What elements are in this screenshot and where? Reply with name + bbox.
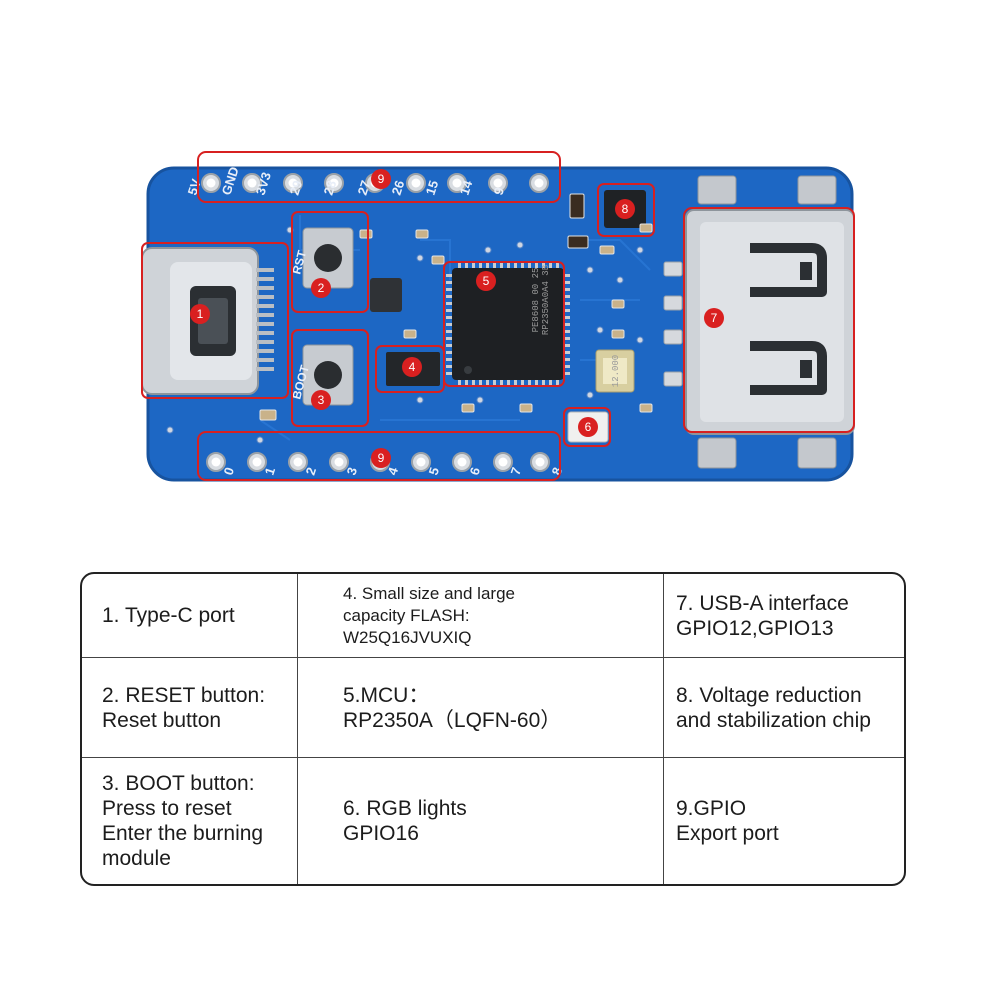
reset-label: RST — [289, 248, 309, 275]
top-pin-label: 9 — [491, 185, 508, 197]
top-pin-label: 15 — [423, 179, 442, 197]
top-pin-label: 3V3 — [253, 170, 274, 197]
callout-3: 3 — [311, 390, 331, 410]
legend-line: Reset button — [102, 708, 222, 732]
inductor — [370, 278, 402, 312]
legend-line: GPIO12,GPIO13 — [676, 616, 834, 640]
legend-line: 6. RGB lights — [343, 797, 467, 820]
pcb-vias — [166, 226, 644, 444]
boot-button: BOOT — [289, 344, 354, 406]
legend-line: 5.MCU： — [343, 683, 430, 707]
legend-line: Export port — [676, 822, 779, 845]
usb-c-pins — [256, 268, 274, 371]
highlight-regulator — [597, 183, 655, 237]
legend-cell-2-1: 2. RESET button:Reset button — [82, 658, 298, 758]
mcu-marking-1: RP2350A0A4 3B — [541, 264, 551, 335]
svg-text:4: 4 — [409, 360, 416, 374]
bottom-pin-label: 7 — [508, 465, 525, 477]
legend-line: 2. RESET button: — [102, 683, 266, 707]
mcu-chip: RP2350A0A4 3B PE8608 00 25 — [446, 263, 570, 385]
highlight-type-c — [141, 242, 289, 399]
legend-line: GPIO16 — [343, 822, 419, 845]
legend-line: 4. Small size and large — [343, 583, 515, 603]
svg-text:6: 6 — [585, 420, 592, 434]
svg-text:8: 8 — [622, 202, 629, 216]
callout-8: 8 — [615, 199, 635, 219]
legend-line: 1. Type-C port — [102, 604, 235, 627]
highlight-usb-a — [683, 207, 855, 433]
legend-line: capacity FLASH: — [343, 605, 470, 625]
svg-text:7: 7 — [711, 311, 718, 325]
usb-c-port — [141, 247, 274, 395]
bottom-pin-label: 2 — [303, 465, 320, 477]
legend-line: Press to reset — [102, 797, 232, 820]
callout-4: 4 — [402, 357, 422, 377]
svg-text:9: 9 — [378, 451, 385, 465]
mcu-marking-2: PE8608 00 25 — [531, 268, 541, 333]
legend-line: 8. Voltage reduction — [676, 683, 862, 707]
bottom-pin-label: 3 — [344, 465, 361, 477]
top-pin-label: 27 — [355, 179, 374, 197]
usb-a-port — [663, 175, 855, 469]
legend-line: W25Q16JVUXIQ — [343, 627, 472, 647]
legend-cell-1-1: 1. Type-C port — [82, 574, 298, 658]
highlight-reset — [291, 211, 369, 313]
highlight-boot — [291, 329, 369, 427]
top-pin-label: 26 — [389, 179, 408, 197]
svg-text:5: 5 — [483, 274, 490, 288]
smd-components — [259, 193, 653, 421]
bottom-pin-label: 6 — [467, 465, 484, 477]
svg-text:9: 9 — [378, 172, 385, 186]
svg-text:2: 2 — [318, 281, 325, 295]
callouts: 1 2 3 4 5 6 7 8 9 9 — [190, 169, 724, 468]
callout-1: 1 — [190, 304, 210, 324]
highlight-boxes — [141, 151, 855, 481]
callout-6: 6 — [578, 417, 598, 437]
callout-2: 2 — [311, 278, 331, 298]
legend-line: module — [102, 847, 171, 870]
callout-5: 5 — [476, 271, 496, 291]
bottom-pin-label: 8 — [549, 465, 566, 477]
top-pin-label: 28 — [321, 179, 340, 197]
top-pin-label: 14 — [457, 178, 476, 197]
bottom-pin-label: 1 — [262, 465, 279, 477]
pcb-traces — [259, 215, 651, 441]
legend-line: Enter the burning — [102, 822, 264, 845]
crystal-marking: 12.000 — [611, 355, 621, 387]
callout-9-bottom: 9 — [371, 448, 391, 468]
bottom-pin-label: 0 — [221, 465, 238, 477]
top-pin-label: 5V — [185, 177, 204, 197]
callout-7: 7 — [704, 308, 724, 328]
highlight-top-gpio — [197, 151, 561, 203]
legend-cell-2-2: 5.MCU：RP2350A（LQFN-60） — [298, 658, 664, 758]
highlight-rgb — [563, 407, 611, 447]
highlight-mcu — [443, 261, 565, 387]
top-pin-label: 29 — [287, 179, 306, 197]
legend-line: 3. BOOT button: — [102, 772, 255, 795]
bottom-pin-label: 5 — [426, 465, 443, 477]
legend-line: and stabilization chip — [676, 708, 871, 732]
reset-button: RST — [289, 227, 354, 289]
svg-text:1: 1 — [197, 307, 204, 321]
legend-line: RP2350A（LQFN-60） — [343, 708, 562, 732]
legend-line: 7. USB-A interface — [676, 591, 849, 615]
svg-text:3: 3 — [318, 393, 325, 407]
highlight-bottom-gpio — [197, 431, 561, 481]
crystal: 12.000 — [595, 349, 635, 393]
callout-9-top: 9 — [371, 169, 391, 189]
legend-line: 9.GPIO — [676, 797, 747, 820]
